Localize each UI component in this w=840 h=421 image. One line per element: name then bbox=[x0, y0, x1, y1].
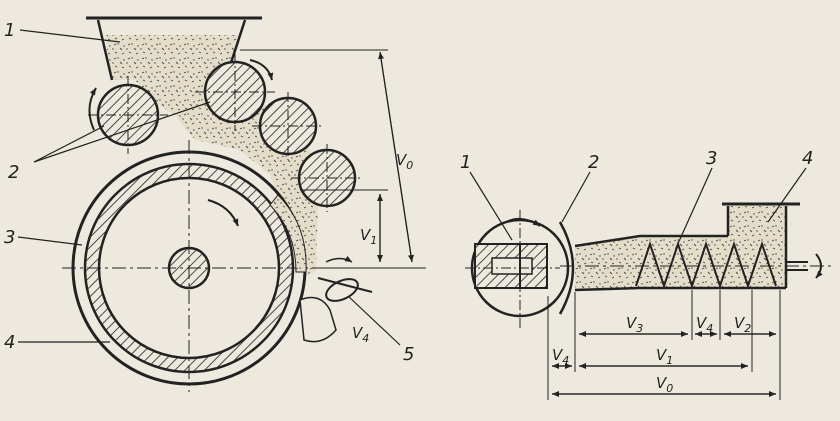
barrel bbox=[560, 202, 832, 292]
dim-v4-head: V4 bbox=[552, 346, 569, 367]
label-hopper-right: 4 bbox=[802, 148, 813, 169]
label-jacket: 4 bbox=[4, 332, 15, 353]
label-rolls: 2 bbox=[8, 162, 19, 183]
dim-v1-right: V1 bbox=[656, 346, 673, 367]
dimension-lines bbox=[547, 290, 781, 400]
label-die: 1 bbox=[460, 152, 471, 173]
calender-drum-figure: 1 2 3 4 5 V0 V1 V4 bbox=[4, 16, 426, 392]
knife bbox=[299, 255, 373, 343]
head-shield bbox=[558, 221, 575, 315]
roll-2 bbox=[195, 53, 275, 131]
roll-3 bbox=[252, 92, 324, 160]
label-drum: 3 bbox=[4, 227, 15, 248]
drum bbox=[62, 140, 318, 392]
leader-lines bbox=[17, 29, 401, 346]
dim-v4: V4 bbox=[352, 324, 369, 345]
dim-v3: V3 bbox=[626, 314, 643, 335]
dim-v0: V0 bbox=[396, 151, 413, 172]
die bbox=[465, 210, 570, 328]
label-head: 2 bbox=[588, 152, 599, 173]
material-layer bbox=[269, 194, 307, 273]
leader-lines bbox=[469, 167, 807, 249]
screw bbox=[635, 240, 777, 290]
dimension-lines bbox=[240, 49, 426, 269]
roll-4 bbox=[291, 144, 363, 212]
roll-1 bbox=[88, 76, 168, 154]
label-knife: 5 bbox=[403, 344, 414, 365]
drive-shaft bbox=[786, 253, 823, 279]
dim-v4-screw: V4 bbox=[696, 314, 713, 335]
dim-v1: V1 bbox=[360, 226, 377, 247]
dim-v0-right: V0 bbox=[656, 374, 673, 395]
extruder-figure: 1 2 3 4 V3 V4 V2 V4 V1 V0 bbox=[460, 148, 832, 400]
label-screw: 3 bbox=[706, 148, 717, 169]
dim-v2: V2 bbox=[734, 314, 751, 335]
label-hopper: 1 bbox=[4, 20, 15, 41]
